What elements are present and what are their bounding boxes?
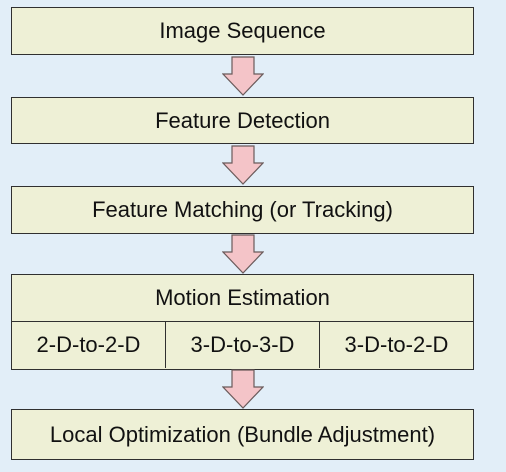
step-feature-detection: Feature Detection [11,97,474,144]
step-feature-matching: Feature Matching (or Tracking) [11,186,474,234]
method-3d-to-2d: 3-D-to-2-D [344,332,449,357]
method-3d-to-3d: 3-D-to-3-D [166,322,320,368]
method-2d-to-2d: 2-D-to-2-D [12,322,166,368]
down-arrow-icon [222,369,264,409]
motion-estimation-title: Motion Estimation [12,275,473,322]
down-arrow-icon [222,234,264,274]
step-image-sequence: Image Sequence [11,7,474,55]
motion-methods-row: 2-D-to-2-D 3-D-to-3-D 3-D-to-2-D [12,322,473,368]
step-local-optimization: Local Optimization (Bundle Adjustment) [11,409,474,460]
down-arrow-icon [222,145,264,185]
step-motion-estimation: Motion Estimation 2-D-to-2-D 3-D-to-3-D … [11,274,474,370]
down-arrow-icon [222,56,264,96]
